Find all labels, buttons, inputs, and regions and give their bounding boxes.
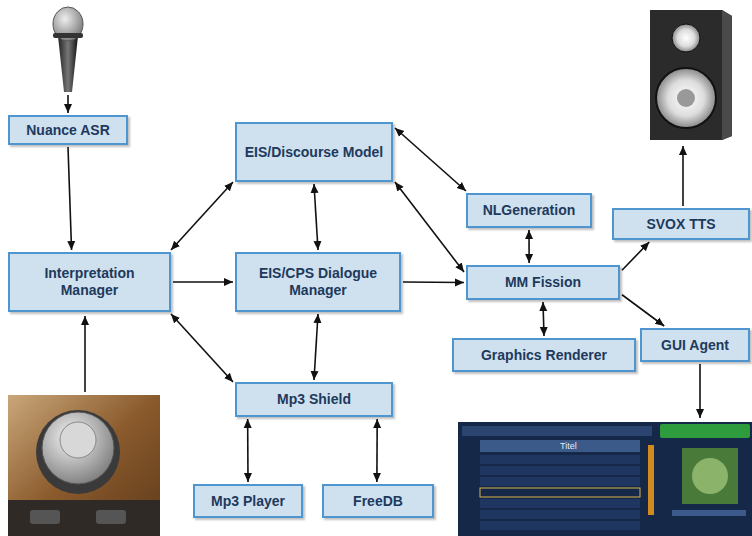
connector-arrow	[403, 281, 464, 283]
box-label: Interpretation Manager	[10, 265, 169, 299]
process-box: EIS/CPS Dialogue Manager	[235, 252, 401, 312]
connector-arrow	[171, 182, 233, 250]
connector-arrow	[395, 128, 466, 191]
box-label: Mp3 Player	[207, 493, 289, 510]
control-knob-picture	[8, 316, 160, 536]
box-label: MM Fission	[501, 274, 585, 291]
connector-arrow	[247, 419, 249, 482]
box-label: NLGeneration	[479, 202, 580, 219]
screen-text: Titel	[560, 441, 577, 451]
speaker-picture	[650, 10, 732, 206]
process-box: FreeDB	[322, 484, 434, 518]
process-box: NLGeneration	[466, 193, 592, 228]
microphone-picture	[53, 7, 83, 113]
box-label: FreeDB	[349, 493, 407, 510]
box-label: EIS/Discourse Model	[241, 144, 387, 161]
process-box: GUI Agent	[640, 328, 750, 362]
box-label: SVOX TTS	[642, 216, 719, 233]
box-label: Nuance ASR	[22, 122, 114, 139]
process-box: Interpretation Manager	[8, 252, 171, 312]
box-label: EIS/CPS Dialogue Manager	[237, 265, 399, 299]
connector-arrow	[314, 314, 318, 380]
input-arrow	[84, 316, 86, 392]
process-box: Nuance ASR	[8, 115, 128, 145]
connector-arrow	[543, 302, 544, 336]
connector-arrow	[376, 419, 378, 482]
gui-screenshot	[458, 364, 752, 536]
box-label: Mp3 Shield	[273, 391, 355, 408]
process-box: Graphics Renderer	[452, 338, 636, 372]
process-box: SVOX TTS	[612, 208, 750, 240]
process-box: EIS/Discourse Model	[235, 122, 393, 182]
connector-arrow	[173, 281, 233, 283]
connector-arrow	[395, 182, 464, 272]
connector-arrow	[528, 230, 530, 263]
output-arrow	[699, 364, 701, 418]
process-box: MM Fission	[466, 265, 620, 300]
input-arrow	[67, 95, 69, 113]
connector-arrow	[314, 184, 318, 250]
output-arrow	[682, 146, 684, 206]
connector-arrow	[171, 314, 233, 382]
connector-arrow	[68, 147, 72, 250]
connector-arrow	[622, 242, 649, 270]
box-label: GUI Agent	[657, 337, 733, 354]
box-label: Graphics Renderer	[477, 347, 611, 364]
process-box: Mp3 Shield	[235, 382, 393, 417]
process-box: Mp3 Player	[193, 484, 303, 518]
connector-arrow	[622, 295, 664, 326]
